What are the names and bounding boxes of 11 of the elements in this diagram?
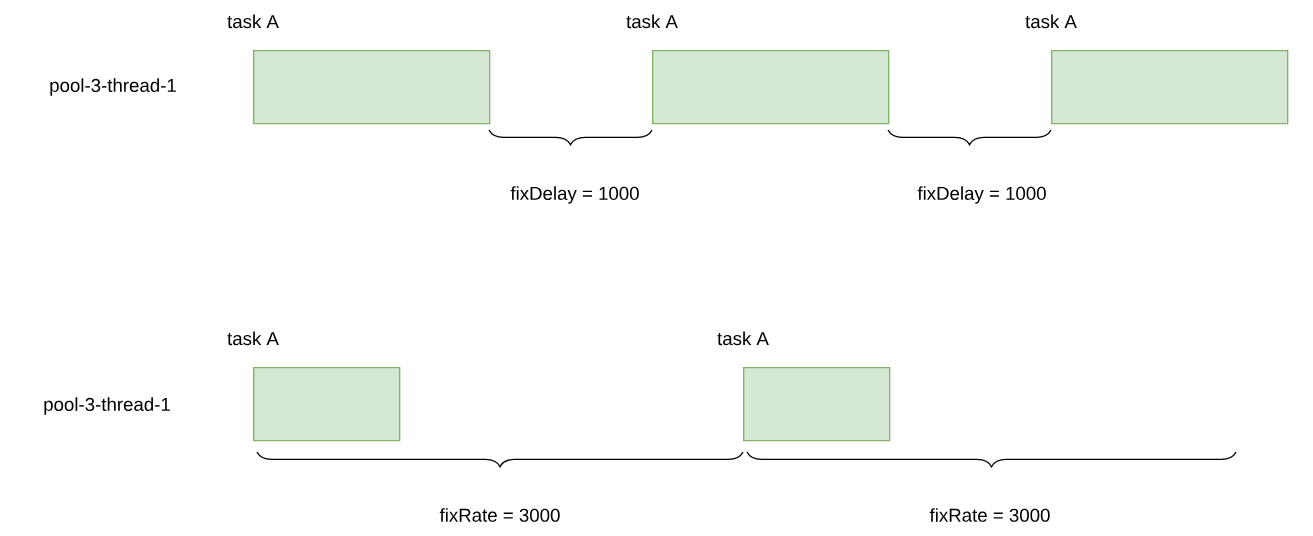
thread-label: pool-3-thread-1 — [50, 78, 176, 96]
task-label: task A — [227, 331, 279, 346]
task-label: task A — [1025, 14, 1077, 29]
task-label: task A — [717, 331, 769, 346]
interval-label: fixDelay = 1000 — [917, 186, 1046, 204]
task-label: task A — [227, 14, 279, 29]
task-label: task A — [626, 14, 678, 29]
thread-label: pool-3-thread-1 — [44, 397, 170, 415]
interval-label: fixDelay = 1000 — [510, 186, 639, 204]
interval-label: fixRate = 3000 — [439, 508, 560, 522]
interval-label: fixRate = 3000 — [929, 508, 1050, 522]
